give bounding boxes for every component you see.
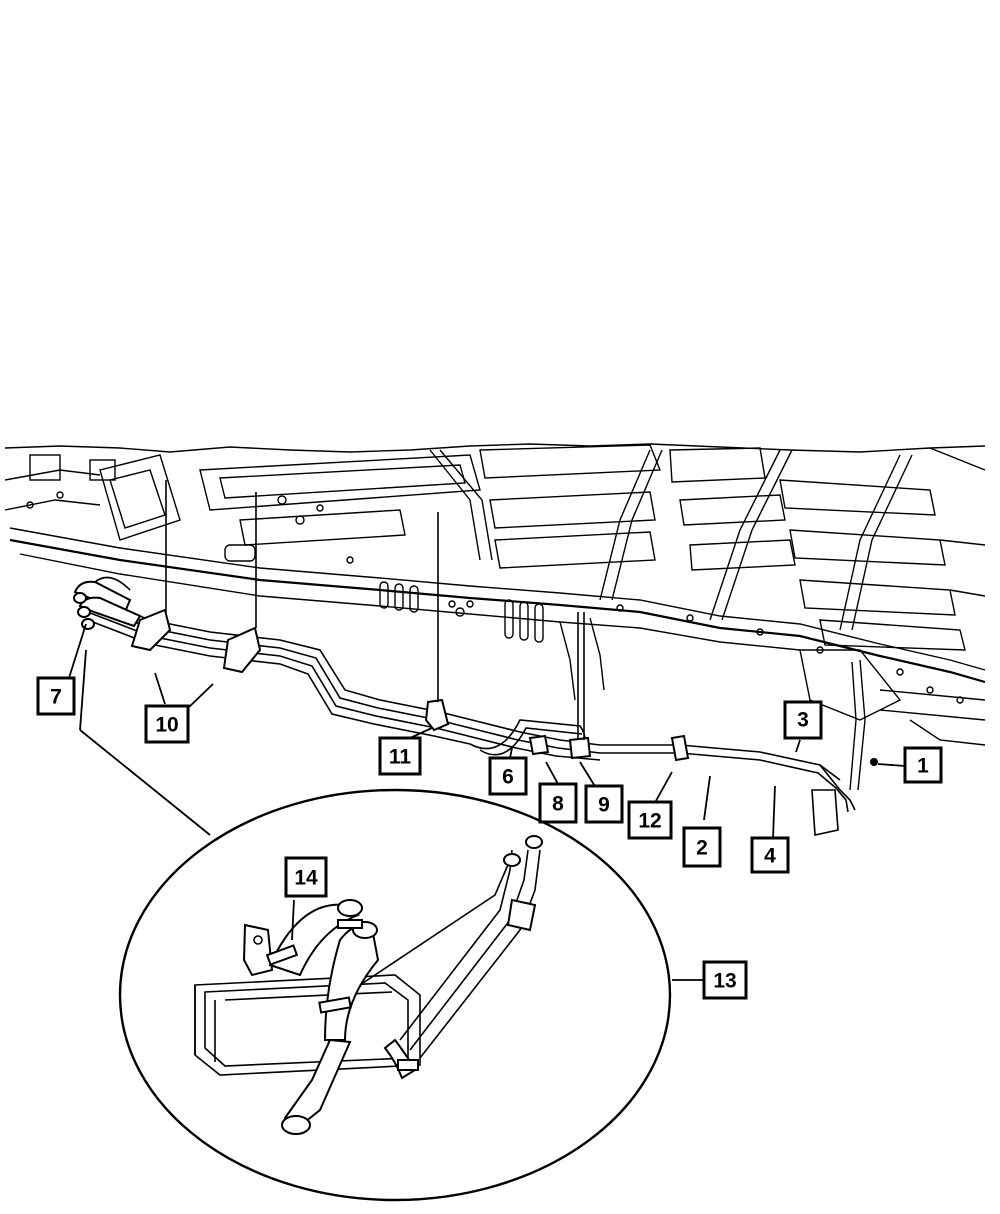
callout-8: 8 [538, 782, 578, 824]
svg-text:6: 6 [502, 766, 514, 789]
callout-9: 9 [584, 784, 624, 824]
svg-text:4: 4 [764, 845, 776, 868]
svg-text:1: 1 [917, 755, 929, 778]
svg-text:14: 14 [294, 867, 318, 890]
svg-text:11: 11 [389, 746, 412, 769]
svg-text:9: 9 [598, 794, 610, 817]
svg-text:3: 3 [797, 709, 809, 732]
leader-lines [68, 623, 906, 981]
svg-text:13: 13 [713, 970, 736, 993]
svg-text:10: 10 [155, 714, 178, 737]
svg-text:7: 7 [50, 686, 62, 709]
heater-core-inset [118, 788, 672, 1202]
callout-1: 1 [903, 746, 943, 784]
heater-tubes [73, 480, 878, 836]
callout-4: 4 [750, 836, 790, 874]
underbody-frame [4, 443, 986, 791]
callout-7: 7 [36, 676, 76, 716]
callout-13: 13 [702, 960, 748, 1000]
callout-14: 14 [284, 856, 328, 898]
callout-10: 10 [144, 704, 190, 744]
callout-3: 3 [783, 700, 823, 740]
svg-text:8: 8 [552, 793, 564, 816]
svg-text:12: 12 [638, 810, 661, 833]
callout-6: 6 [488, 756, 528, 796]
callout-2: 2 [682, 826, 722, 868]
callout-11: 11 [378, 736, 422, 776]
svg-text:2: 2 [696, 837, 708, 860]
callout-12: 12 [627, 800, 673, 840]
